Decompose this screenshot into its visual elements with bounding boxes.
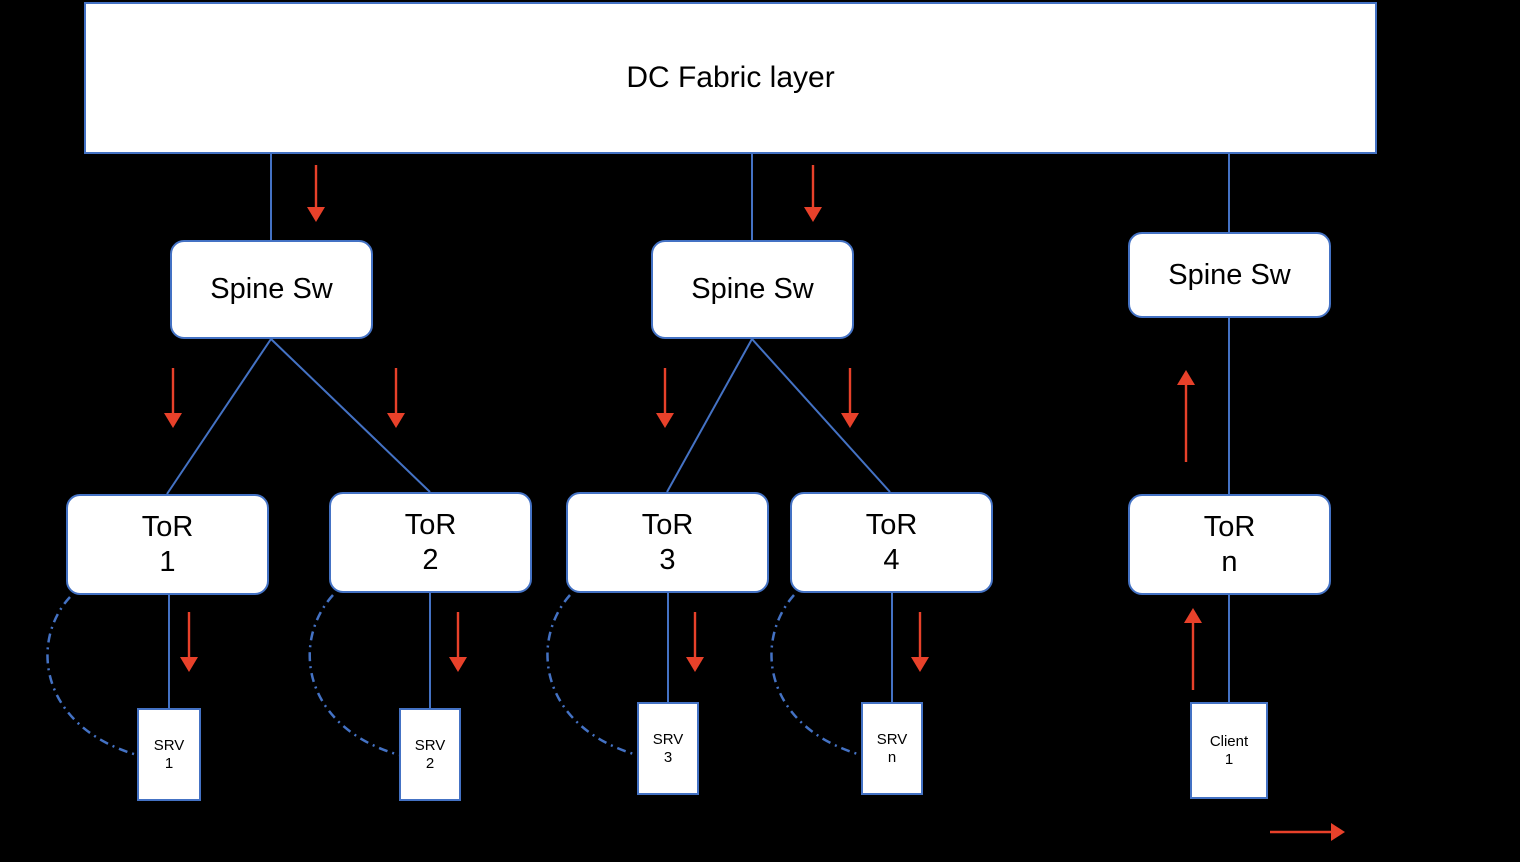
srv-2-index: 2 [425,754,435,772]
tor-4-index: 4 [883,543,900,576]
spine-2-to-tor-4 [751,338,891,493]
arrow-tor-n-spine-3 [1177,370,1195,462]
arrow-spine-1-tor-2 [387,368,405,428]
tor-2-index: 2 [422,543,439,576]
arrow-spine-1-tor-1 [164,368,182,428]
srv-1-label: SRV [153,736,185,754]
dc-fabric-layer-label: DC Fabric layer [626,61,835,95]
tor-3-label: ToR [641,509,694,542]
spine-1-to-tor-2 [270,338,431,493]
client-1-index: 1 [1224,750,1234,768]
srv-2-label: SRV [414,736,446,754]
spine-1-label: Spine Sw [210,273,333,306]
tor-n-label: ToR [1203,511,1256,544]
srv-3-label: SRV [652,730,684,748]
spine-3-box[interactable]: Spine Sw [1128,232,1331,318]
loopback-tor-1-srv-1 [46,596,138,757]
tor-4-label: ToR [865,509,918,542]
spine-2-label: Spine Sw [691,273,814,306]
arrow-spine-2-tor-4 [841,368,859,428]
spine-1-box[interactable]: Spine Sw [170,240,373,339]
srv-n-index: n [887,748,897,766]
tor-2-label: ToR [404,509,457,542]
loopback-tor-2-srv-2 [308,594,400,757]
arrow-legend-right [1270,823,1345,841]
loopback-tor-3-srv-3 [546,594,638,757]
spine-2-to-tor-3 [666,338,753,493]
srv-3-index: 3 [663,748,673,766]
arrow-tor-2-srv-2 [449,612,467,672]
tor-1-label: ToR [141,511,194,544]
arrow-fabric-spine-1 [307,165,325,222]
tor-1-index: 1 [159,545,176,578]
arrow-tor-4-srv-n [911,612,929,672]
srv-n-label: SRV [876,730,908,748]
spine-3-label: Spine Sw [1168,258,1291,291]
dc-fabric-layer-box[interactable]: DC Fabric layer [84,2,1377,154]
arrow-tor-3-srv-3 [686,612,704,672]
srv-1-index: 1 [164,754,174,772]
tor-n-index: n [1221,545,1238,578]
tor-3-index: 3 [659,543,676,576]
arrow-fabric-spine-2 [804,165,822,222]
client-1-label: Client [1209,732,1249,750]
spine-2-box[interactable]: Spine Sw [651,240,854,339]
spine-1-to-tor-1 [166,338,272,495]
loopback-tor-4-srv-n [770,594,862,757]
solid-links [166,154,1230,708]
arrow-spine-2-tor-3 [656,368,674,428]
arrow-client-1-tor-n [1184,608,1202,690]
arrow-tor-1-srv-1 [180,612,198,672]
